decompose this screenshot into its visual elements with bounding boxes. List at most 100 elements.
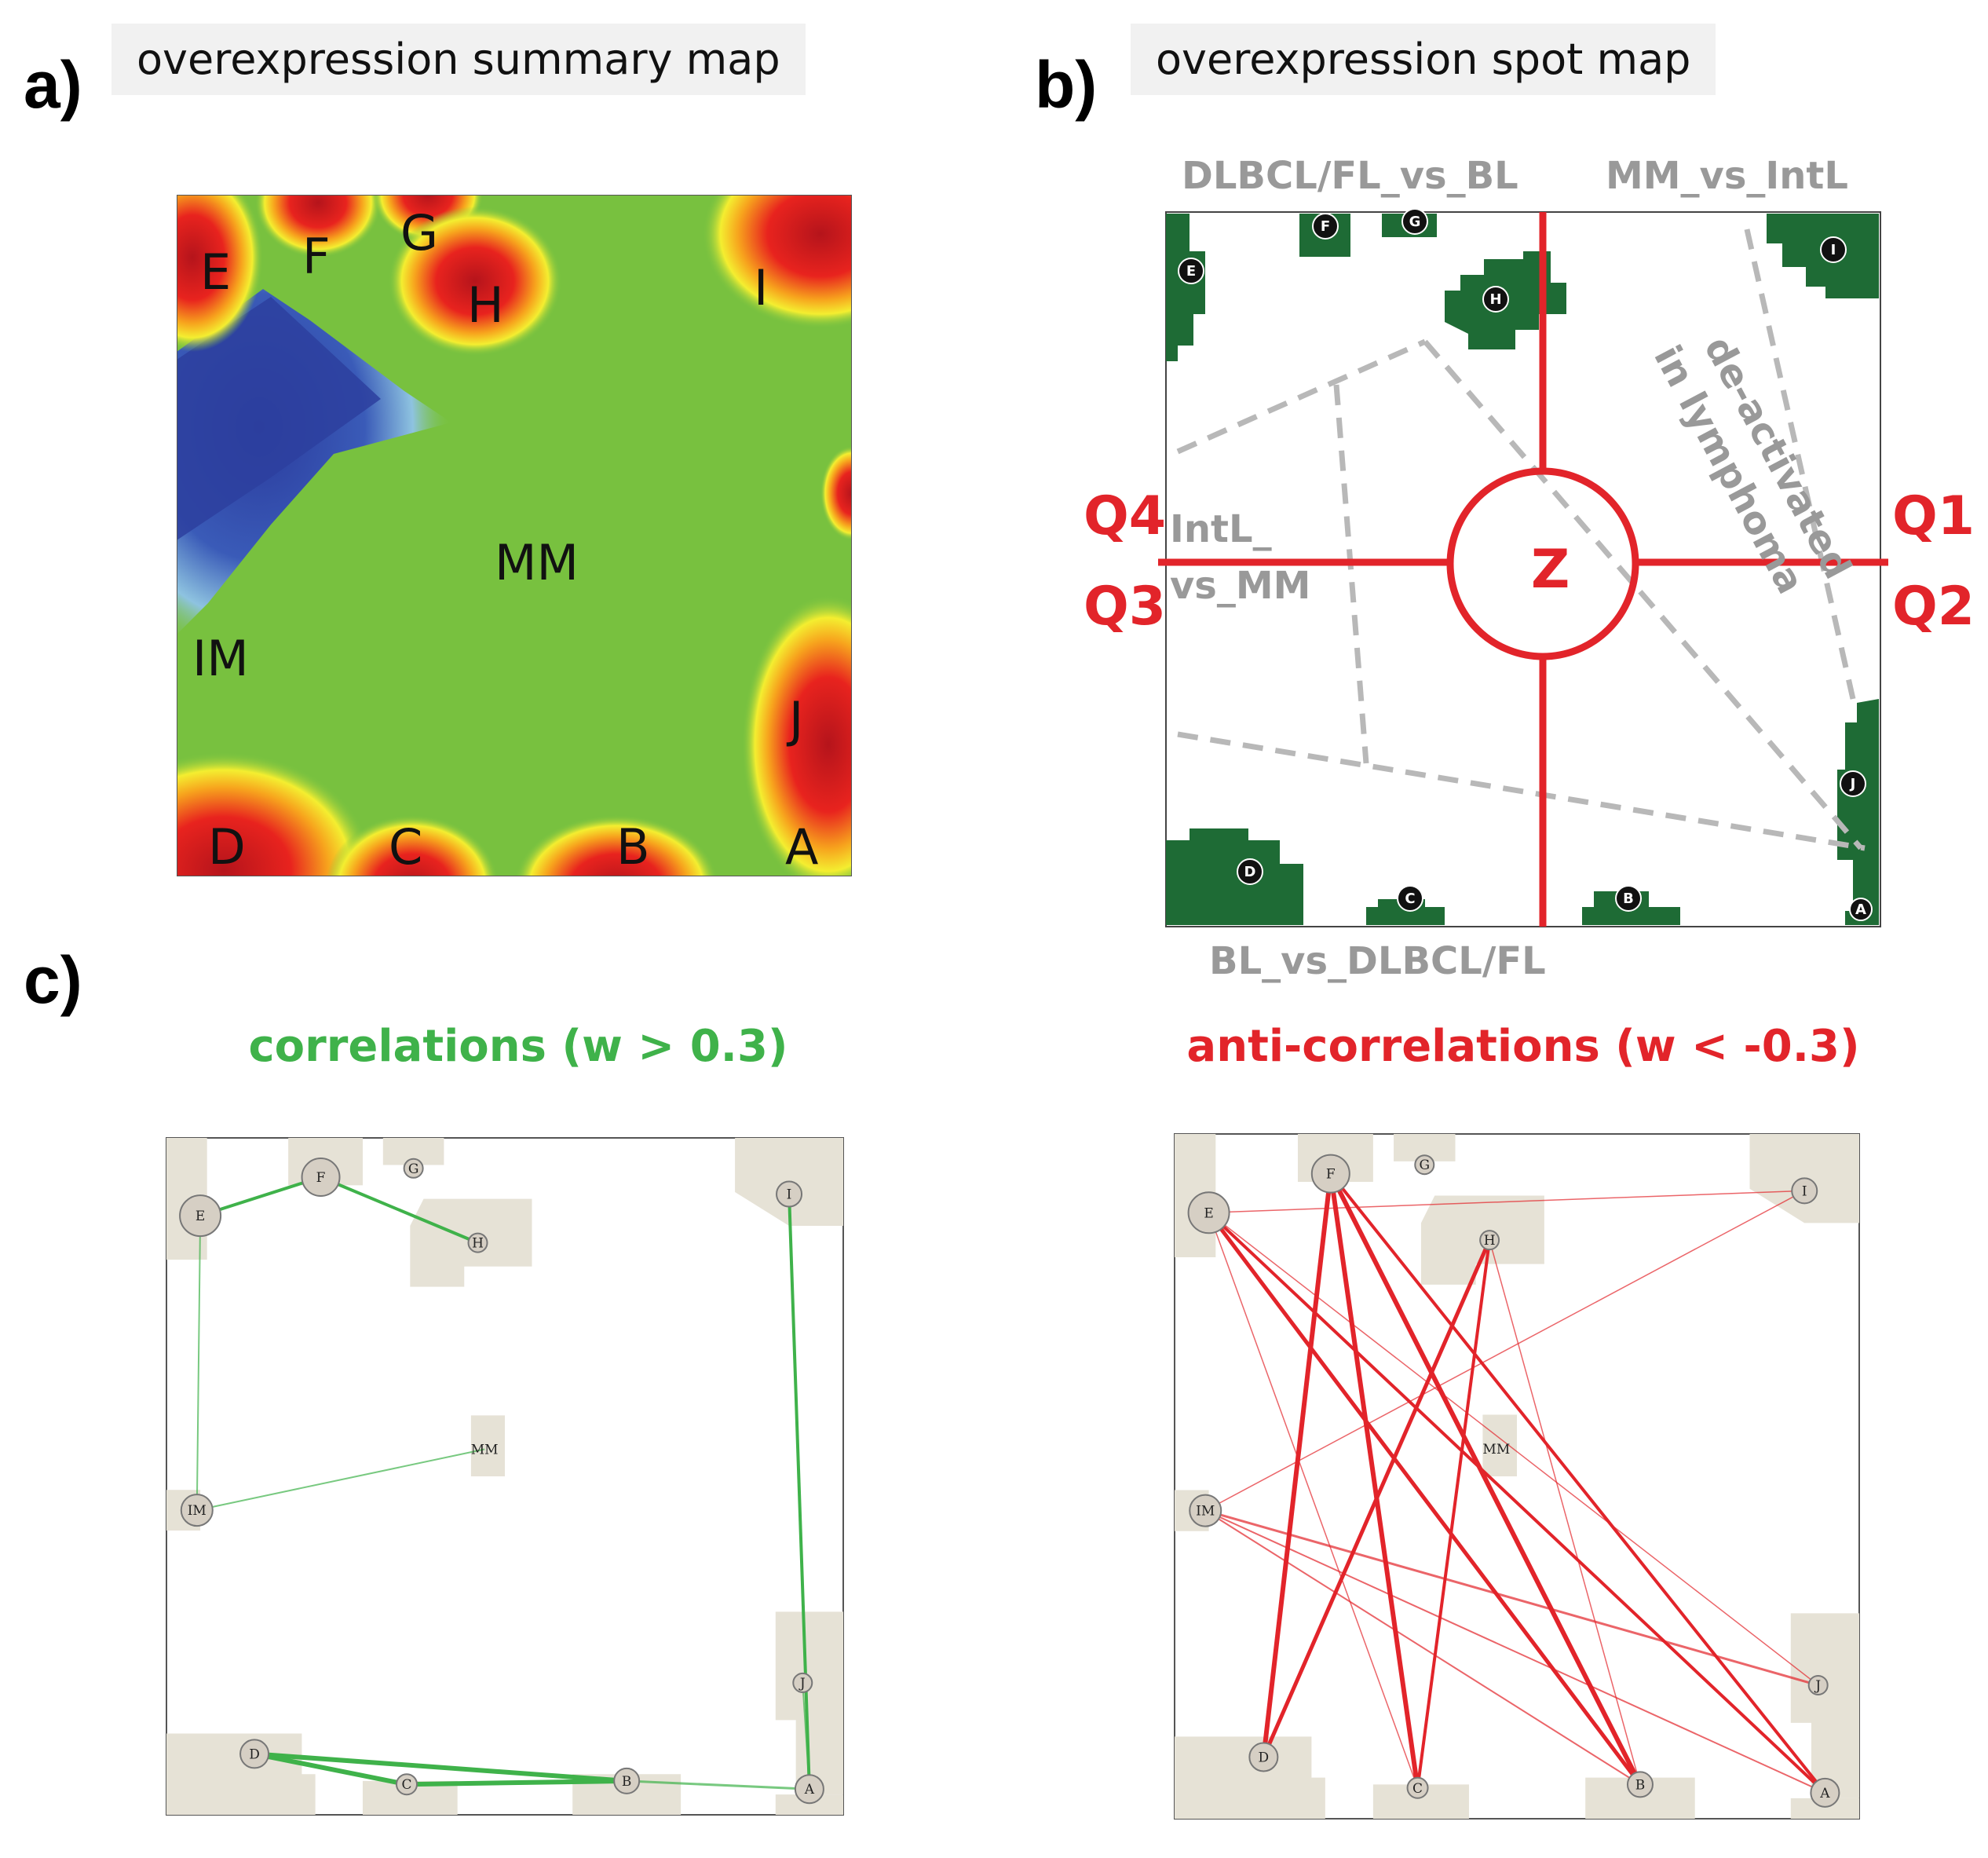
background-spot bbox=[1790, 1613, 1859, 1798]
edge-im-i bbox=[1204, 1190, 1805, 1512]
node-circle bbox=[1248, 1742, 1279, 1772]
edge-e-i bbox=[1208, 1190, 1805, 1214]
background-spot bbox=[1482, 1414, 1517, 1476]
node-label: F bbox=[1326, 1167, 1336, 1183]
quadrant-q1-label: Q1 bbox=[1892, 485, 1975, 547]
edge-im-mm bbox=[196, 1448, 485, 1512]
panel-b-letter: b) bbox=[1035, 48, 1098, 122]
node-circle bbox=[1310, 1154, 1350, 1194]
spot-c bbox=[1366, 899, 1445, 925]
node-mm: MM bbox=[471, 1443, 499, 1458]
node-label: I bbox=[787, 1187, 792, 1203]
background-spot bbox=[1394, 1134, 1456, 1161]
anticorrelations-title: anti-correlations (w < -0.3) bbox=[1186, 1021, 1860, 1072]
spot-marker-i: I bbox=[1831, 242, 1836, 258]
node-label: C bbox=[402, 1777, 412, 1793]
node-label: H bbox=[1484, 1233, 1496, 1249]
node-circle bbox=[1479, 1230, 1500, 1251]
spot-marker-j: J bbox=[1849, 776, 1856, 792]
quadrant-axes bbox=[1158, 212, 1888, 927]
edge-im-a bbox=[1204, 1509, 1825, 1794]
spot-markers: F G E H I J D C B A bbox=[1178, 208, 1873, 921]
edge-c-b bbox=[406, 1778, 627, 1787]
node-circle bbox=[239, 1739, 270, 1769]
background-spot bbox=[1372, 1784, 1469, 1819]
node-label: A bbox=[1819, 1786, 1830, 1801]
spot-j bbox=[1837, 699, 1879, 919]
map-label-a: A bbox=[785, 818, 818, 876]
quadrant-q2-label: Q2 bbox=[1892, 576, 1975, 638]
node-circle bbox=[179, 1194, 222, 1238]
node-e: E bbox=[179, 1194, 222, 1238]
region-dashed-lines bbox=[1176, 229, 1866, 851]
map-label-f: F bbox=[302, 228, 331, 285]
edge-f-d bbox=[1261, 1173, 1333, 1757]
node-label: H bbox=[472, 1236, 484, 1252]
edge-e-c bbox=[1208, 1212, 1419, 1789]
map-label-g: G bbox=[400, 204, 438, 262]
spot-marker-d: D bbox=[1244, 864, 1256, 880]
node-label: J bbox=[1814, 1678, 1821, 1694]
node-label: G bbox=[1419, 1158, 1430, 1173]
node-b: B bbox=[1626, 1771, 1654, 1798]
node-label: B bbox=[1635, 1777, 1646, 1793]
node-label: B bbox=[622, 1774, 632, 1790]
map-label-c: C bbox=[389, 818, 422, 876]
node-circle bbox=[1807, 1674, 1829, 1695]
background-spot bbox=[572, 1774, 682, 1815]
label-intl-vs-mm-line1: IntL_ bbox=[1170, 507, 1272, 551]
node-label: E bbox=[196, 1209, 205, 1224]
node-f: F bbox=[1310, 1154, 1350, 1194]
background-spot bbox=[166, 1733, 316, 1815]
node-h: H bbox=[1479, 1230, 1500, 1251]
edge-b-a bbox=[627, 1779, 809, 1790]
edge-f-a bbox=[1329, 1172, 1826, 1794]
node-im: IM bbox=[180, 1494, 214, 1527]
node-label: D bbox=[249, 1746, 260, 1762]
map-label-im: IM bbox=[192, 630, 249, 687]
map-label-mm: MM bbox=[495, 534, 579, 591]
node-label: F bbox=[316, 1170, 326, 1186]
node-im: IM bbox=[1189, 1494, 1222, 1527]
panel-a-letter: a) bbox=[24, 48, 82, 122]
node-mm: MM bbox=[1482, 1442, 1510, 1458]
background-spot bbox=[382, 1138, 444, 1165]
node-d: D bbox=[1248, 1742, 1279, 1772]
node-a: A bbox=[1810, 1777, 1840, 1808]
correlations-title: correlations (w > 0.3) bbox=[248, 1021, 788, 1072]
edge-im-j bbox=[1204, 1509, 1819, 1687]
edge-e-im bbox=[196, 1216, 202, 1511]
background-spot bbox=[1585, 1777, 1695, 1819]
background-spot bbox=[470, 1415, 505, 1476]
panel-a-title: overexpression summary map bbox=[111, 24, 806, 95]
node-circle bbox=[613, 1767, 641, 1794]
node-h: H bbox=[467, 1232, 488, 1253]
background-spot bbox=[775, 1794, 843, 1815]
map-label-h: H bbox=[467, 276, 504, 334]
node-circle bbox=[467, 1232, 488, 1253]
map-label-b: B bbox=[616, 818, 650, 876]
node-j: J bbox=[792, 1672, 813, 1693]
panel-b-title: overexpression spot map bbox=[1131, 24, 1716, 95]
spot-e bbox=[1166, 214, 1205, 361]
edge-h-d bbox=[1262, 1239, 1492, 1758]
edge-e-j bbox=[1208, 1212, 1819, 1686]
spot-map: DLBCL/FL_vs_BL MM_vs_IntL F G E H I J D … bbox=[1084, 154, 1975, 983]
map-label-i: I bbox=[754, 259, 768, 316]
label-bl-vs-dlbcl-fl: BL_vs_DLBCL/FL bbox=[1209, 939, 1546, 983]
node-label: E bbox=[1204, 1205, 1213, 1221]
node-label: D bbox=[1259, 1750, 1270, 1766]
node-b: B bbox=[613, 1767, 641, 1794]
edge-j-a bbox=[802, 1682, 810, 1790]
node-circle bbox=[180, 1494, 214, 1527]
node-c: C bbox=[396, 1773, 418, 1796]
edge-e-b bbox=[1207, 1211, 1642, 1786]
quadrant-q3-label: Q3 bbox=[1084, 576, 1166, 638]
quadrant-q4-label: Q4 bbox=[1084, 485, 1166, 547]
spot-marker-c: C bbox=[1405, 891, 1415, 907]
node-label: MM bbox=[1482, 1442, 1510, 1458]
edge-d-b bbox=[254, 1751, 627, 1783]
node-label: IM bbox=[1196, 1504, 1215, 1520]
node-circle bbox=[1791, 1177, 1818, 1205]
